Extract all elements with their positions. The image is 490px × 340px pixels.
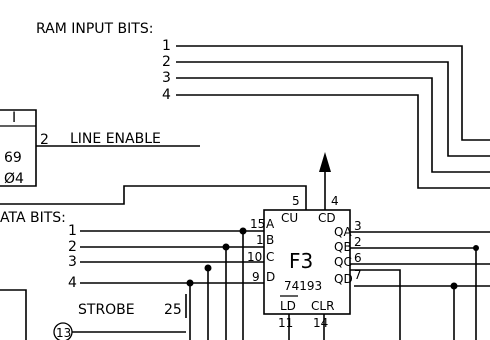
counter-input-a: A: [266, 217, 275, 231]
counter-cu-label: CU: [281, 211, 298, 225]
ram-wire-3: [176, 77, 490, 173]
junction-dot: [222, 243, 230, 251]
counter-cu-pin: 5: [292, 194, 300, 208]
left-chip-top-label: I: [12, 110, 16, 126]
ram-bit-1: 1: [162, 38, 171, 54]
output-wire-qb: [350, 247, 477, 340]
counter-input-d: D: [266, 270, 275, 284]
counter-output-qb: QB: [334, 240, 352, 254]
junction-dot: [473, 245, 479, 251]
counter-output-qa: QA: [334, 225, 352, 239]
counter-output-qb-pin: 2: [354, 235, 362, 249]
counter-pin-b: 1: [256, 233, 264, 247]
junction-dot: [450, 282, 458, 290]
counter-ld-pin: 11: [278, 316, 293, 330]
junction-dot: [204, 264, 212, 272]
strobe-label: STROBE: [78, 302, 135, 318]
counter-output-qd-pin: 7: [354, 268, 362, 282]
data-bit-2: 2: [68, 239, 77, 255]
data-bit-4: 4: [68, 275, 77, 291]
left-lower-box: [0, 289, 27, 340]
strobe-pin: 25: [164, 302, 182, 318]
ram-bit-4: 4: [162, 87, 171, 103]
counter-pin-c: 10: [247, 250, 262, 264]
line-enable-pin: 2: [40, 132, 49, 148]
output-wire-qd: [350, 269, 401, 340]
ram-bit-3: 3: [162, 70, 171, 86]
line-enable-label: LINE ENABLE: [70, 131, 161, 147]
strobe-circle-number: 13: [56, 326, 71, 340]
counter-cd-label: CD: [318, 211, 336, 225]
counter-ld-label: LD: [280, 299, 296, 313]
ram-wire-1: [176, 45, 490, 141]
counter-input-c: C: [266, 250, 274, 264]
cu-wire: [0, 185, 307, 210]
data-bits-title: ATA BITS:: [0, 210, 66, 226]
counter-input-b: B: [266, 233, 274, 247]
junction-dot: [239, 227, 247, 235]
counter-output-qc: QC: [334, 255, 352, 269]
left-chip-number: 69: [4, 150, 22, 166]
counter-clr-pin: 14: [313, 316, 328, 330]
counter-pin-d: 9: [252, 270, 260, 284]
left-chip-bottom-label: Ø4: [4, 171, 24, 187]
up-arrow-icon: [319, 152, 331, 172]
ram-wire-2: [176, 61, 490, 157]
ram-bit-2: 2: [162, 54, 171, 70]
counter-designator: F3: [289, 249, 313, 273]
counter-output-qd: QD: [334, 272, 353, 286]
data-bit-1: 1: [68, 223, 77, 239]
counter-output-qc-pin: 6: [354, 251, 362, 265]
counter-chip-body: [263, 209, 351, 315]
ram-wire-4: [176, 94, 490, 189]
counter-pin-a: 15: [250, 217, 265, 231]
ram-input-title: RAM INPUT BITS:: [36, 21, 153, 37]
counter-output-qa-pin: 3: [354, 219, 362, 233]
data-bit-3: 3: [68, 254, 77, 270]
left-chip-box: [0, 109, 37, 187]
junction-dot: [186, 279, 194, 287]
counter-cd-pin: 4: [331, 194, 339, 208]
counter-clr-label: CLR: [311, 299, 334, 313]
counter-part: 74193: [284, 279, 322, 293]
